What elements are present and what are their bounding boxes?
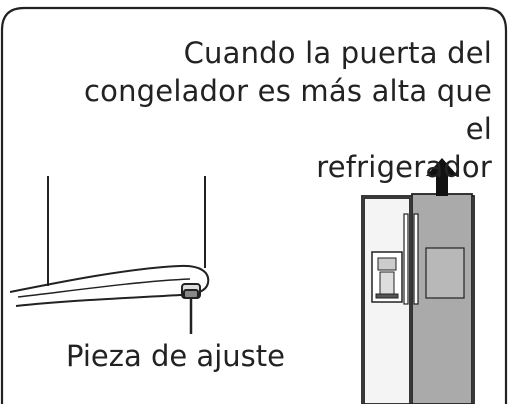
door-panel (425, 247, 465, 299)
fridge-front-view (361, 193, 475, 404)
panel-frame (0, 6, 508, 404)
door-handle-right (413, 213, 419, 305)
leveling-leg-closeup (9, 176, 210, 334)
caption-line-2: congelador es más alta que el (84, 74, 492, 146)
caption-line-3: refrigerador (316, 150, 492, 184)
caption-line-1: Cuando la puerta del (183, 36, 492, 70)
up-arrow-icon (426, 158, 458, 196)
adjustment-part-label: Pieza de ajuste (66, 339, 285, 373)
door-handle-left (403, 213, 409, 305)
instruction-caption: Cuando la puerta del congelador es más a… (52, 34, 492, 186)
refrigerator-door-highlighted (411, 193, 473, 404)
